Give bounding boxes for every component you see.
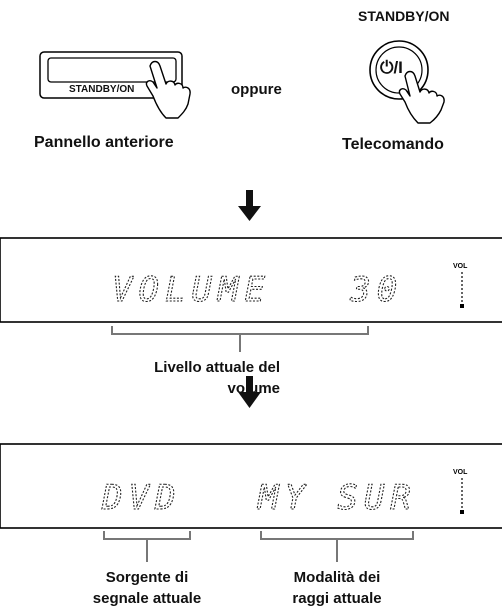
front-caption: Pannello anteriore bbox=[34, 134, 174, 151]
source-caption-line2: segnale attuale bbox=[92, 590, 202, 607]
remote-button-title: STANDBY/ON bbox=[358, 8, 450, 24]
display-text-volume: VOLUME 30 bbox=[112, 270, 403, 310]
or-text: oppure bbox=[231, 81, 282, 98]
source-caption: Sorgente di segnale attuale bbox=[57, 567, 237, 609]
source-bracket bbox=[103, 531, 191, 562]
mode-caption: Modalità dei raggi attuale bbox=[247, 567, 427, 609]
hand-pointer-icon bbox=[398, 70, 445, 124]
arrow-down-icon bbox=[238, 376, 261, 408]
mode-bracket bbox=[260, 531, 414, 562]
volume-caption-line1: Livello attuale del bbox=[154, 359, 280, 376]
hand-pointer-icon bbox=[145, 60, 191, 119]
remote-caption: Telecomando bbox=[342, 136, 444, 153]
vol-indicator-label: VOL bbox=[453, 469, 468, 476]
display-text-source: DVD bbox=[101, 478, 181, 518]
front-display-source: DVD MY SUR VOL bbox=[0, 443, 502, 529]
volume-bracket bbox=[111, 326, 369, 352]
arrow-down-icon bbox=[238, 190, 261, 221]
volume-caption-line2: volume bbox=[227, 380, 280, 397]
volume-caption: Livello attuale del volume bbox=[100, 357, 280, 399]
mode-caption-line2: raggi attuale bbox=[292, 590, 382, 607]
front-display-volume: VOLUME 30 VOL bbox=[0, 237, 502, 323]
front-button-label: STANDBY/ON bbox=[69, 84, 135, 95]
front-panel-button bbox=[39, 51, 183, 99]
power-icon: ⏻/I bbox=[380, 58, 403, 77]
source-caption-line1: Sorgente di bbox=[105, 569, 189, 586]
mode-caption-line1: Modalità dei bbox=[293, 569, 381, 586]
display-text-mode: MY SUR bbox=[257, 478, 417, 518]
vol-indicator-label: VOL bbox=[453, 263, 468, 270]
